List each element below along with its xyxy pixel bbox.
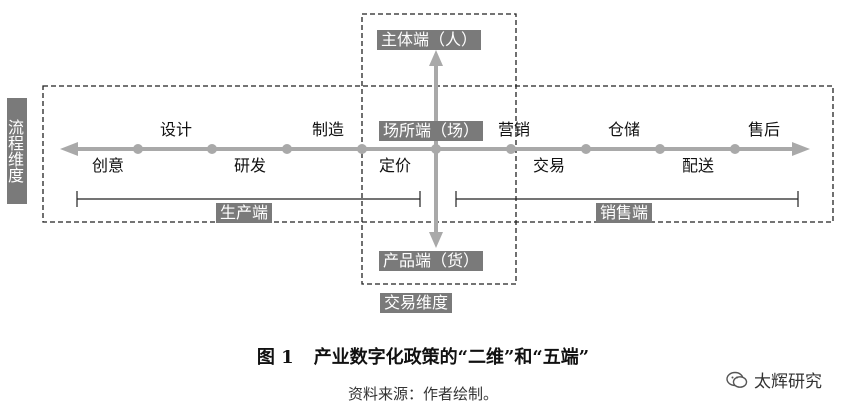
stage-label-rnd: 研发 (234, 156, 267, 175)
stage-node (133, 144, 143, 154)
stage-node (207, 144, 217, 154)
source-note: 资料来源：作者绘制。 (347, 385, 498, 403)
stage-label-design: 设计 (160, 120, 193, 139)
stage-label-manufacturing: 制造 (312, 120, 345, 139)
figure-title: 产业数字化政策的“二维”和“五端” (313, 347, 590, 368)
stage-node (730, 144, 740, 154)
figure-number: 图 1 (256, 347, 294, 368)
figure-caption: 图 1 产业数字化政策的“二维”和“五端” (0, 343, 846, 369)
process-dimension-tag: 流程维度 (5, 98, 27, 204)
stage-label-creativity: 创意 (92, 156, 125, 175)
stage-label-transaction: 交易 (533, 156, 566, 175)
watermark-text: 太辉研究 (754, 372, 822, 392)
transaction-dimension-tag: 交易维度 (380, 293, 453, 313)
process-axis-left-arrowhead (60, 142, 78, 156)
production-end-bracket (76, 191, 421, 207)
process-axis-right-arrowhead (792, 142, 810, 156)
subject-end-tag: 主体端（人） (377, 30, 482, 50)
stage-label-marketing: 营销 (498, 120, 531, 139)
stage-node (431, 144, 441, 154)
sales-end-bracket (455, 191, 799, 207)
watermark: 太辉研究 (726, 367, 822, 392)
stage-label-warehousing: 仓储 (608, 120, 641, 139)
stage-nodes (133, 144, 740, 154)
transaction-axis-down-arrowhead (429, 232, 443, 248)
sales-end-tag: 销售端 (596, 203, 653, 223)
stage-node (357, 144, 367, 154)
transaction-axis-up-arrowhead (429, 50, 443, 66)
stage-node (581, 144, 591, 154)
product-end-tag: 产品端（货） (379, 251, 484, 271)
stage-label-pricing: 定价 (379, 156, 412, 175)
stage-node (655, 144, 665, 154)
production-end-tag: 生产端 (216, 203, 273, 223)
stage-label-delivery: 配送 (682, 156, 715, 175)
wechat-icon (726, 371, 748, 388)
venue-end-tag: 场所端（场） (379, 121, 484, 141)
stage-node (506, 144, 516, 154)
stage-label-after-sales: 售后 (748, 120, 781, 139)
stage-node (282, 144, 292, 154)
